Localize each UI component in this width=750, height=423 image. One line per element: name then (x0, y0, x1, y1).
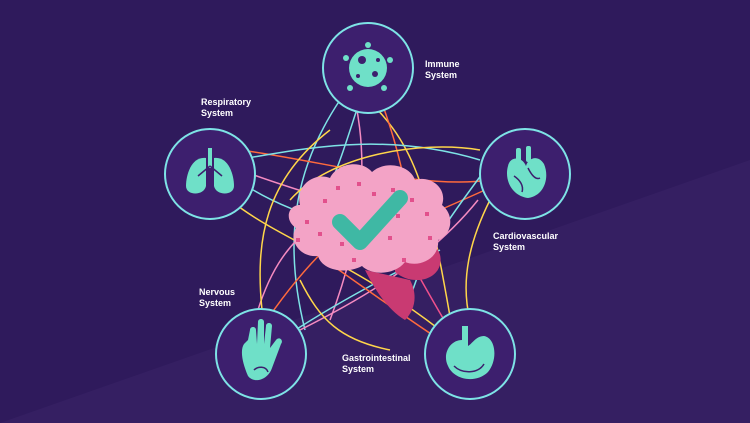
immune-system-label: Immune System (425, 59, 460, 80)
respiratory-system-node[interactable] (164, 128, 256, 220)
nervous-system-label: Nervous System (199, 287, 236, 308)
respiratory-system-label: Respiratory System (201, 97, 252, 118)
connection-line (465, 199, 491, 321)
immune-system-node[interactable] (322, 22, 414, 114)
heart-icon (506, 146, 547, 198)
virus-cell-icon (343, 42, 393, 91)
brain-stem (365, 270, 415, 320)
brain-cerebrum (288, 164, 451, 273)
checkmark-icon (332, 190, 408, 250)
lungs-icon (186, 148, 234, 194)
connection-line (234, 143, 481, 161)
brain-icon (288, 164, 451, 320)
background-band (0, 160, 750, 423)
stomach-icon (445, 326, 495, 380)
nervous-system-node[interactable] (215, 308, 307, 400)
gastrointestinal-system-label: Gastrointestinal System (342, 353, 411, 374)
cardiovascular-system-node[interactable] (479, 128, 571, 220)
hand-icon (241, 319, 282, 381)
connection-line (299, 279, 391, 351)
cardiovascular-system-label: Cardiovascular System (493, 231, 559, 252)
connection-line (259, 129, 331, 311)
connection-line (299, 199, 479, 331)
connection-line (293, 99, 341, 331)
gastrointestinal-system-node[interactable] (424, 308, 516, 400)
